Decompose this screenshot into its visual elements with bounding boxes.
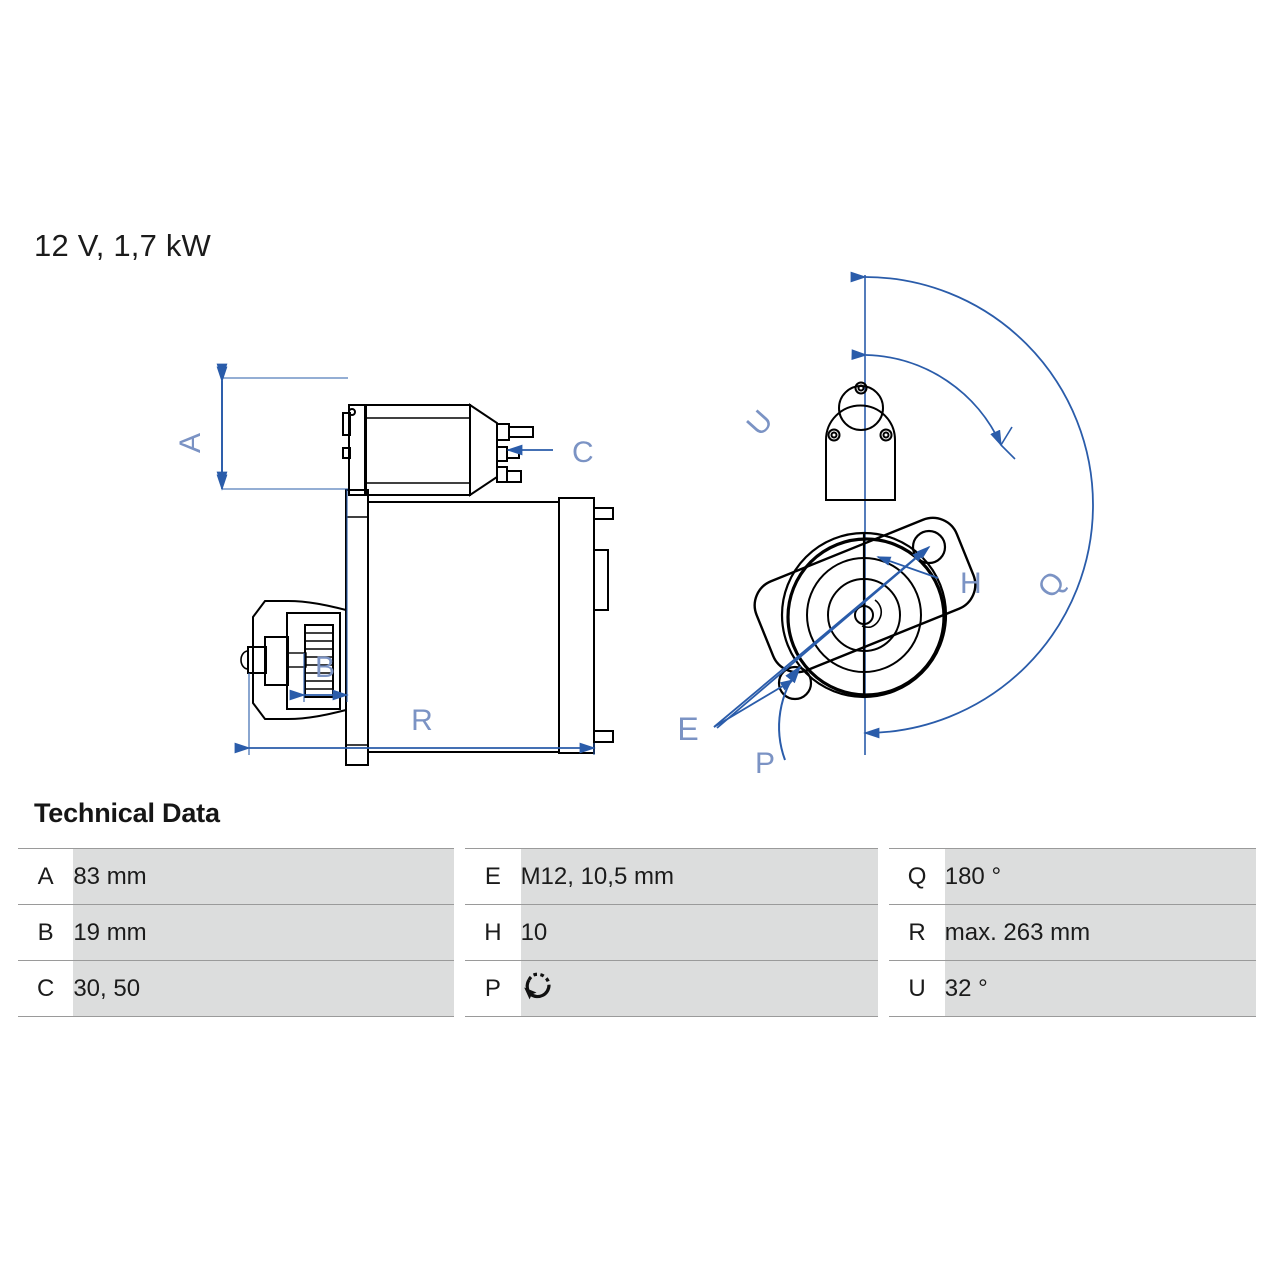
dimension-E-lines: [713, 548, 927, 728]
pinion-hub: [287, 652, 307, 668]
drive-flange-plate: [345, 489, 369, 766]
table-row: B 19 mm H 10 R max. 263 mm: [18, 904, 1256, 961]
row-key-P: P: [465, 960, 521, 1017]
solenoid-rear-lug-mid: [342, 447, 351, 459]
end-cap-lug-top: [593, 507, 614, 520]
rotation-arrow-icon: [521, 968, 555, 1009]
row-key-U: U: [889, 960, 945, 1017]
column-spacer: [453, 904, 466, 961]
row-value-R: max. 263 mm: [944, 904, 1256, 961]
pinion-nose-tip: [247, 646, 267, 674]
right-drawing-group: Q U: [677, 271, 1094, 780]
arc-Q: [850, 271, 1094, 739]
dimension-label-E: E: [677, 711, 698, 747]
column-spacer: [877, 960, 890, 1017]
terminal-30-post: [496, 423, 510, 441]
dimension-E: [716, 545, 931, 729]
motor-body: [367, 501, 560, 753]
terminal-lower-stud: [506, 470, 522, 483]
row-key-E: E: [465, 848, 521, 905]
bracket-small-hole-top: [854, 381, 868, 395]
row-value-P: [520, 960, 878, 1017]
dimension-label-Q: Q: [1032, 566, 1072, 605]
terminal-30-stud: [508, 426, 534, 438]
row-key-B: B: [18, 904, 74, 961]
row-key-H: H: [465, 904, 521, 961]
column-spacer: [877, 904, 890, 961]
row-value-E: M12, 10,5 mm: [520, 848, 878, 905]
commutator-end-cap: [558, 497, 595, 754]
column-spacer: [877, 848, 890, 905]
spline-teeth: [861, 599, 883, 629]
dimension-C: C: [506, 436, 594, 469]
left-drawing-group: A B C R: [174, 363, 614, 766]
mounting-hole-upper-right: [911, 529, 947, 565]
table-row: A 83 mm E M12, 10,5 mm Q 180 °: [18, 848, 1256, 905]
row-value-H: 10: [520, 904, 878, 961]
dimension-P: [778, 665, 802, 761]
solenoid-rear-cap: [348, 404, 367, 496]
dimension-label-B: B: [315, 651, 335, 684]
rotation-arc-P: [778, 665, 802, 761]
row-value-U: 32 °: [944, 960, 1256, 1017]
section-title-technical-data: Technical Data: [34, 798, 220, 828]
row-value-C: 30, 50: [73, 960, 454, 1017]
table-row: C 30, 50 P U: [18, 960, 1256, 1017]
dimension-R: R: [234, 673, 596, 755]
dimension-label-R: R: [411, 704, 433, 737]
solenoid-nose: [469, 403, 498, 497]
E-line-2: [713, 679, 795, 728]
bracket-small-hole-left: [827, 428, 841, 442]
dimension-A: A: [174, 363, 348, 491]
end-cap-lug-bottom: [593, 730, 614, 743]
row-value-B: 19 mm: [73, 904, 454, 961]
pinion-nose-round: [240, 650, 249, 670]
row-key-R: R: [889, 904, 945, 961]
row-key-A: A: [18, 848, 74, 905]
pinion-shaft-collar: [264, 636, 289, 686]
terminal-50-stud: [506, 449, 520, 459]
row-key-Q: Q: [889, 848, 945, 905]
motor-housing: [345, 489, 614, 766]
row-value-Q: 180 °: [944, 848, 1256, 905]
dimension-label-A: A: [174, 433, 207, 453]
end-cap-lug-mid: [593, 549, 609, 611]
terminal-lower-post: [496, 466, 508, 483]
outer-ring-shadow: [786, 537, 946, 697]
dimension-label-C: C: [572, 436, 594, 469]
dimension-label-U: U: [741, 404, 780, 442]
dimension-B: B: [289, 490, 349, 702]
terminal-50-post: [496, 446, 508, 462]
dimension-label-P: P: [755, 747, 775, 780]
column-spacer: [453, 960, 466, 1017]
leader-H: [876, 556, 939, 579]
pinion-teeth: [305, 632, 333, 690]
technical-data-table: A 83 mm E M12, 10,5 mm Q 180 ° B 19 mm H…: [18, 848, 1256, 1017]
bracket-outline: [825, 404, 896, 501]
solenoid-rear-bolt: [348, 408, 356, 416]
drive-end-shield: [252, 600, 347, 720]
solenoid-assembly: [342, 403, 534, 497]
bracket-small-hole-right: [879, 428, 893, 442]
column-spacer: [453, 848, 466, 905]
upper-bracket: [825, 381, 896, 501]
dimension-label-H: H: [960, 567, 982, 600]
technical-drawings: A B C R: [174, 271, 1094, 780]
dimension-H: [876, 556, 939, 579]
page-title: 12 V, 1,7 kW: [34, 228, 212, 263]
row-value-A: 83 mm: [73, 848, 454, 905]
solenoid-rear-lug-top: [342, 412, 351, 436]
arc-U: [851, 349, 1002, 447]
row-key-C: C: [18, 960, 74, 1017]
E-line-1: [713, 548, 927, 728]
pinion-concentric-circles: [780, 531, 948, 699]
